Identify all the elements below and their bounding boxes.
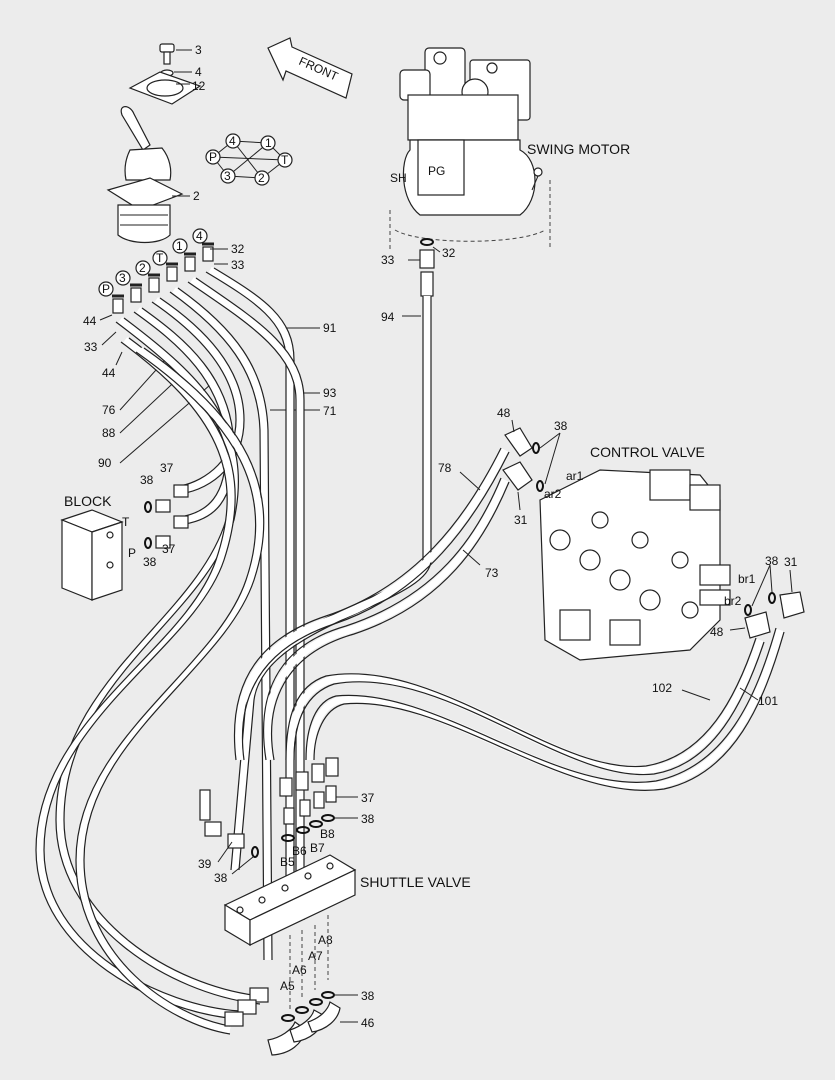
hose-101-label: 101 (758, 694, 778, 708)
control-port-br2: br2 (724, 594, 742, 608)
part-3-label: 3 (195, 43, 202, 57)
hose-91-label: 91 (323, 321, 337, 335)
shuttle-port-a7: A7 (308, 949, 323, 963)
joystick-boot (124, 147, 172, 181)
control-valve: CONTROL VALVE ar1 ar2 br1 br2 (539, 444, 756, 661)
joystick-lever (120, 106, 151, 151)
part-44-label-low: 44 (102, 366, 116, 380)
control-port-br1: br1 (738, 572, 756, 586)
tee-31-right-label: 31 (784, 555, 798, 569)
hose-76-label: 76 (102, 403, 116, 417)
control-port-ar1: ar1 (566, 469, 584, 483)
joystick-fittings (112, 242, 214, 314)
shuttle-fit-39-label: 39 (198, 857, 212, 871)
bottom-ring-38-label: 38 (361, 989, 375, 1003)
part-33-label-left: 33 (84, 340, 98, 354)
hose-88-label: 88 (102, 426, 116, 440)
front-arrow: FRONT (267, 37, 353, 99)
joystick-port-3: 3 (119, 271, 126, 285)
part-2-label: 2 (193, 189, 200, 203)
hose-73-label: 73 (485, 566, 499, 580)
elbow-48-right-label: 48 (710, 625, 724, 639)
port-pattern-t: T (281, 153, 289, 167)
shuttle-port-b7: B7 (310, 841, 325, 855)
shuttle-port-b5: B5 (280, 855, 295, 869)
hose-102-label: 102 (652, 681, 672, 695)
swing-motor-fitting: 33 32 94 (381, 238, 456, 324)
joystick-port-4: 4 (196, 229, 203, 243)
joystick-assembly (106, 43, 202, 244)
mounting-plate (128, 71, 202, 105)
bolt (159, 43, 175, 65)
shuttle-ring-38-label: 38 (361, 812, 375, 826)
control-valve-title: CONTROL VALVE (590, 444, 705, 460)
shuttle-left-fittings: 39 38 (198, 789, 259, 885)
shuttle-fit-37-label: 37 (361, 791, 375, 805)
shuttle-port-a8: A8 (318, 933, 333, 947)
shuttle-port-b8: B8 (320, 827, 335, 841)
hose-93-label: 93 (323, 386, 337, 400)
shuttle-ring-38-left-label: 38 (214, 871, 228, 885)
block-ring-38-top: 38 (140, 473, 154, 487)
part-32-label-top: 32 (231, 242, 245, 256)
shuttle-port-b6: B6 (292, 844, 307, 858)
joystick-hoses (35, 266, 305, 1035)
motor-ring-32-label: 32 (442, 246, 456, 260)
block-port-t: T (122, 515, 130, 529)
part-33-label-top: 33 (231, 258, 245, 272)
pilot-block: BLOCK T P (60, 493, 136, 601)
ring-38-top-label: 38 (554, 419, 568, 433)
hose-78-label: 78 (438, 461, 452, 475)
block-title: BLOCK (64, 493, 112, 509)
port-pattern-diagram: 4 1 P T 3 2 (205, 133, 293, 186)
joystick-port-labels: P 3 2 T 1 4 (98, 228, 208, 297)
swing-port-pg: PG (428, 164, 445, 178)
joystick-port-1: 1 (176, 239, 183, 253)
tee-31-top-label: 31 (514, 513, 528, 527)
shuttle-top-fittings: 37 38 (279, 757, 375, 842)
part-44-label-left: 44 (83, 314, 97, 328)
joystick-port-2: 2 (139, 261, 146, 275)
block-fit-37-top: 37 (160, 461, 174, 475)
control-valve-top-fittings: 48 38 31 (497, 406, 568, 527)
swing-motor-title: SWING MOTOR (527, 141, 630, 157)
port-pattern-1: 1 (265, 136, 272, 150)
shuttle-valve-title: SHUTTLE VALVE (360, 874, 471, 890)
swing-motor: SWING MOTOR SH PG (389, 47, 630, 250)
ring-38-right-label: 38 (765, 554, 779, 568)
joystick-port-p: P (102, 282, 110, 296)
hose-94-label: 94 (381, 310, 395, 324)
motor-fitting-33-label: 33 (381, 253, 395, 267)
block-fittings: 38 37 37 38 (140, 461, 189, 569)
joystick-port-t: T (156, 251, 164, 265)
control-port-ar2: ar2 (544, 487, 562, 501)
part-4-label: 4 (195, 65, 202, 79)
block-ring-38-bot: 38 (143, 555, 157, 569)
port-pattern-p: P (209, 150, 217, 164)
control-valve-right-fittings: 38 31 48 (710, 554, 805, 639)
elbow-48-top-label: 48 (497, 406, 511, 420)
swing-port-sh: SH (390, 171, 407, 185)
shuttle-valve: SHUTTLE VALVE B5 B6 B7 B8 A5 A6 A7 A8 (223, 827, 471, 1010)
shuttle-port-a6: A6 (292, 963, 307, 977)
hoses-101-102: 102 101 (285, 627, 785, 791)
joystick-base (106, 177, 184, 211)
port-pattern-3: 3 (224, 169, 231, 183)
bottom-elbow-46-label: 46 (361, 1016, 375, 1030)
part-12-label: 12 (192, 79, 206, 93)
hose-90-label: 90 (98, 456, 112, 470)
hoses-78-73: 78 73 (233, 447, 510, 761)
shuttle-bottom-fittings: 38 46 (224, 987, 375, 1056)
block-port-p: P (128, 546, 136, 560)
port-pattern-2: 2 (258, 171, 265, 185)
hose-71-label: 71 (323, 404, 337, 418)
shuttle-port-a5: A5 (280, 979, 295, 993)
port-pattern-4: 4 (229, 134, 236, 148)
block-fit-37-bot: 37 (162, 542, 176, 556)
